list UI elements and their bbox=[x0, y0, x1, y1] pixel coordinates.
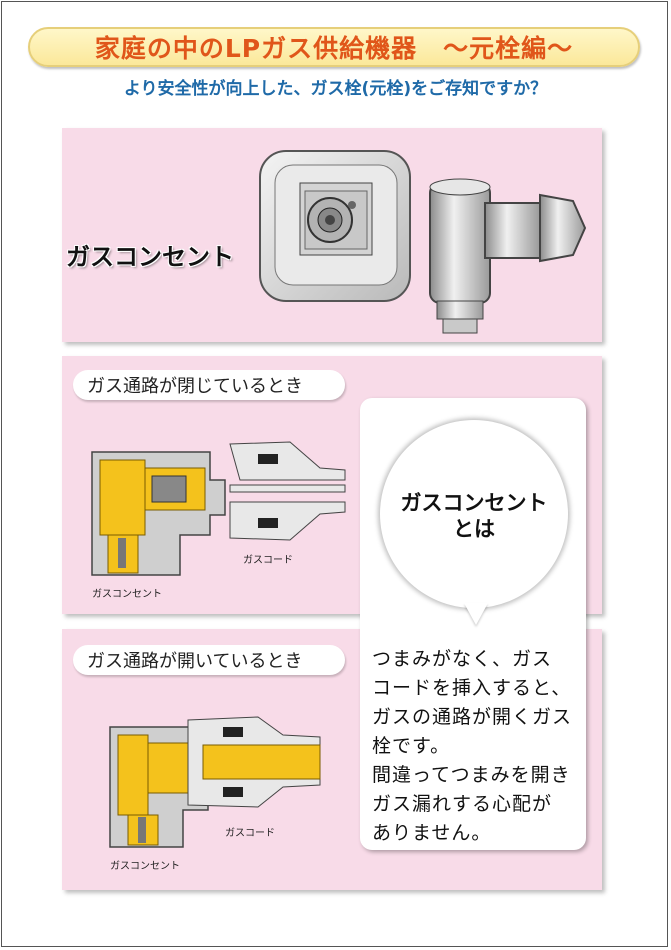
closed-state-label: ガス通路が閉じているとき bbox=[73, 370, 345, 400]
bubble-line-2: とは bbox=[453, 517, 495, 541]
explanation-callout: ガスコンセント とは bbox=[360, 398, 586, 850]
page-subtitle: より安全性が向上した、ガス栓(元栓)をご存知ですか？ bbox=[123, 79, 548, 99]
speech-bubble bbox=[380, 420, 568, 608]
bubble-line-1: ガスコンセント bbox=[400, 491, 548, 515]
gas-outlet-illustration bbox=[259, 150, 587, 334]
gas-outlet-heading: ガスコンセント bbox=[66, 243, 234, 271]
open-outlet-label: ガスコンセント bbox=[110, 861, 180, 872]
open-state-label: ガス通路が開いているとき bbox=[73, 645, 345, 675]
speech-bubble-tail bbox=[464, 603, 488, 625]
closed-cord-label: ガスコード bbox=[243, 555, 293, 566]
open-cord-label: ガスコード bbox=[225, 828, 275, 839]
open-valve-diagram bbox=[109, 716, 321, 848]
explanation-body: つまみがなく、ガス コードを挿入すると、 ガスの通路が開くガス 栓です。 間違っ… bbox=[372, 648, 573, 844]
closed-valve-diagram bbox=[91, 441, 346, 576]
speech-bubble-text: ガスコンセント とは bbox=[380, 490, 568, 542]
closed-outlet-label: ガスコンセント bbox=[92, 589, 162, 600]
page-title: 家庭の中のLPガス供給機器 ～元栓編～ bbox=[28, 27, 640, 67]
